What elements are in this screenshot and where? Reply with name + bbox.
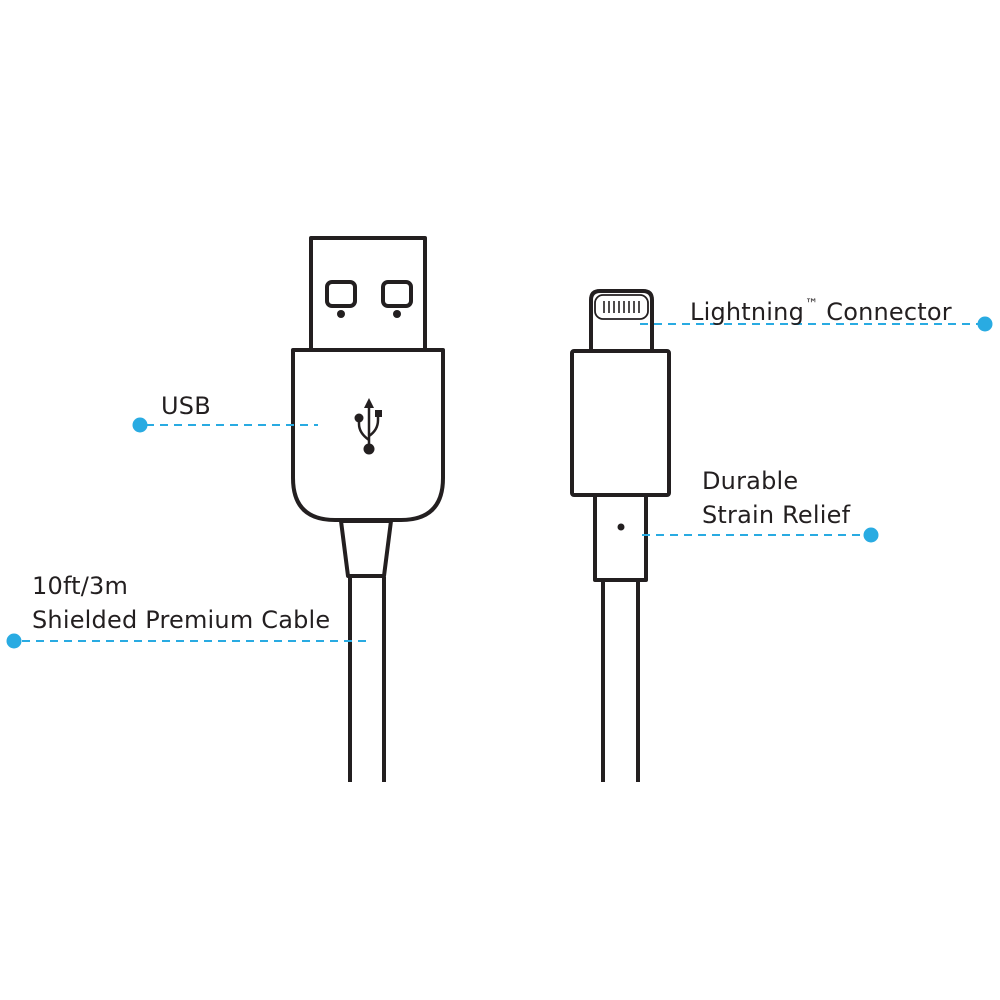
lightning-label: Lightning™ Connector: [690, 288, 952, 329]
callouts: [22, 323, 978, 642]
lightning-pin-contacts: [603, 301, 640, 313]
usb-plug-dot-left: [337, 310, 345, 318]
usb-plug-shell: [309, 236, 427, 352]
cable-label: 10ft/3m Shielded Premium Cable: [32, 569, 330, 637]
strain-relief-label: Durable Strain Relief: [702, 464, 850, 532]
usb-plug-window-right: [381, 280, 413, 308]
strain-relief-dot: [617, 523, 625, 531]
cable-callout-dot: [6, 633, 22, 649]
usb-plug-dot-right: [393, 310, 401, 318]
lightning-label-suffix: Connector: [826, 298, 952, 326]
usb-label: USB: [161, 389, 211, 423]
usb-label-text: USB: [161, 392, 211, 420]
lightning-tip: [589, 289, 654, 350]
cable-label-line2: Shielded Premium Cable: [32, 606, 331, 634]
lightning-connector: [570, 289, 671, 782]
strain-relief-callout-dot: [863, 527, 879, 543]
trademark-symbol: ™: [805, 297, 819, 312]
usb-connector: [291, 236, 445, 782]
cable-label-line1: 10ft/3m: [32, 572, 129, 600]
usb-callout-dot: [132, 417, 148, 433]
lightning-label-name: Lightning: [690, 298, 805, 326]
strain-relief-line2: Strain Relief: [702, 501, 851, 529]
usb-trident-icon: [354, 398, 382, 455]
usb-strain-relief: [339, 519, 393, 578]
lightning-housing: [570, 349, 671, 497]
lightning-strain-relief: [593, 496, 648, 582]
usb-plug-window-left: [325, 280, 357, 308]
lightning-contact-window: [594, 294, 649, 320]
strain-relief-line1: Durable: [702, 467, 799, 495]
lightning-callout-dot: [977, 316, 993, 332]
